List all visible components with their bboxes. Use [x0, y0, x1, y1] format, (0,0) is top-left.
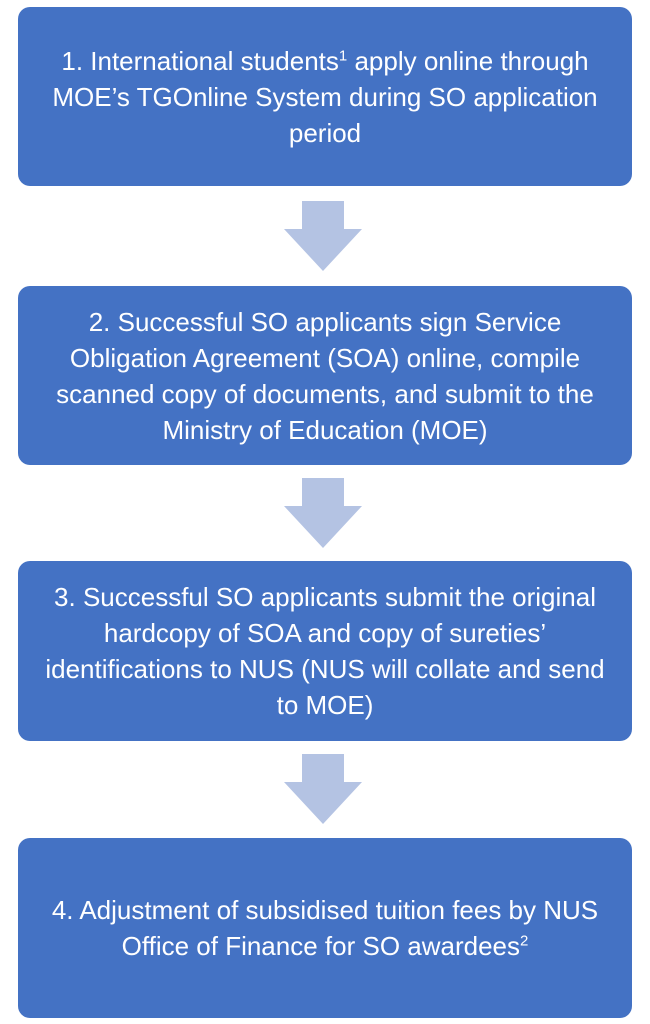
- down-arrow-icon: [284, 754, 362, 824]
- step-2-box: 2. Successful SO applicants sign Service…: [18, 286, 632, 465]
- step-1-text-continued: apply online through MOE’s TGOnline Syst…: [52, 45, 598, 148]
- step-4-footnote-marker: 2: [520, 932, 529, 950]
- step-2-text: 2. Successful SO applicants sign Service…: [56, 306, 594, 445]
- step-3-box: 3. Successful SO applicants submit the o…: [18, 561, 632, 741]
- step-4-text: 4. Adjustment of subsidised tuition fees…: [51, 895, 599, 961]
- step-1-footnote-marker: 1: [338, 46, 348, 64]
- step-1-text: 1. International students: [61, 45, 339, 76]
- step-3-text: 3. Successful SO applicants submit the o…: [45, 582, 605, 720]
- step-1-box: 1. International students1 apply online …: [18, 7, 632, 186]
- step-4-box: 4. Adjustment of subsidised tuition fees…: [18, 838, 632, 1018]
- down-arrow-icon: [284, 201, 362, 271]
- down-arrow-icon: [284, 478, 362, 548]
